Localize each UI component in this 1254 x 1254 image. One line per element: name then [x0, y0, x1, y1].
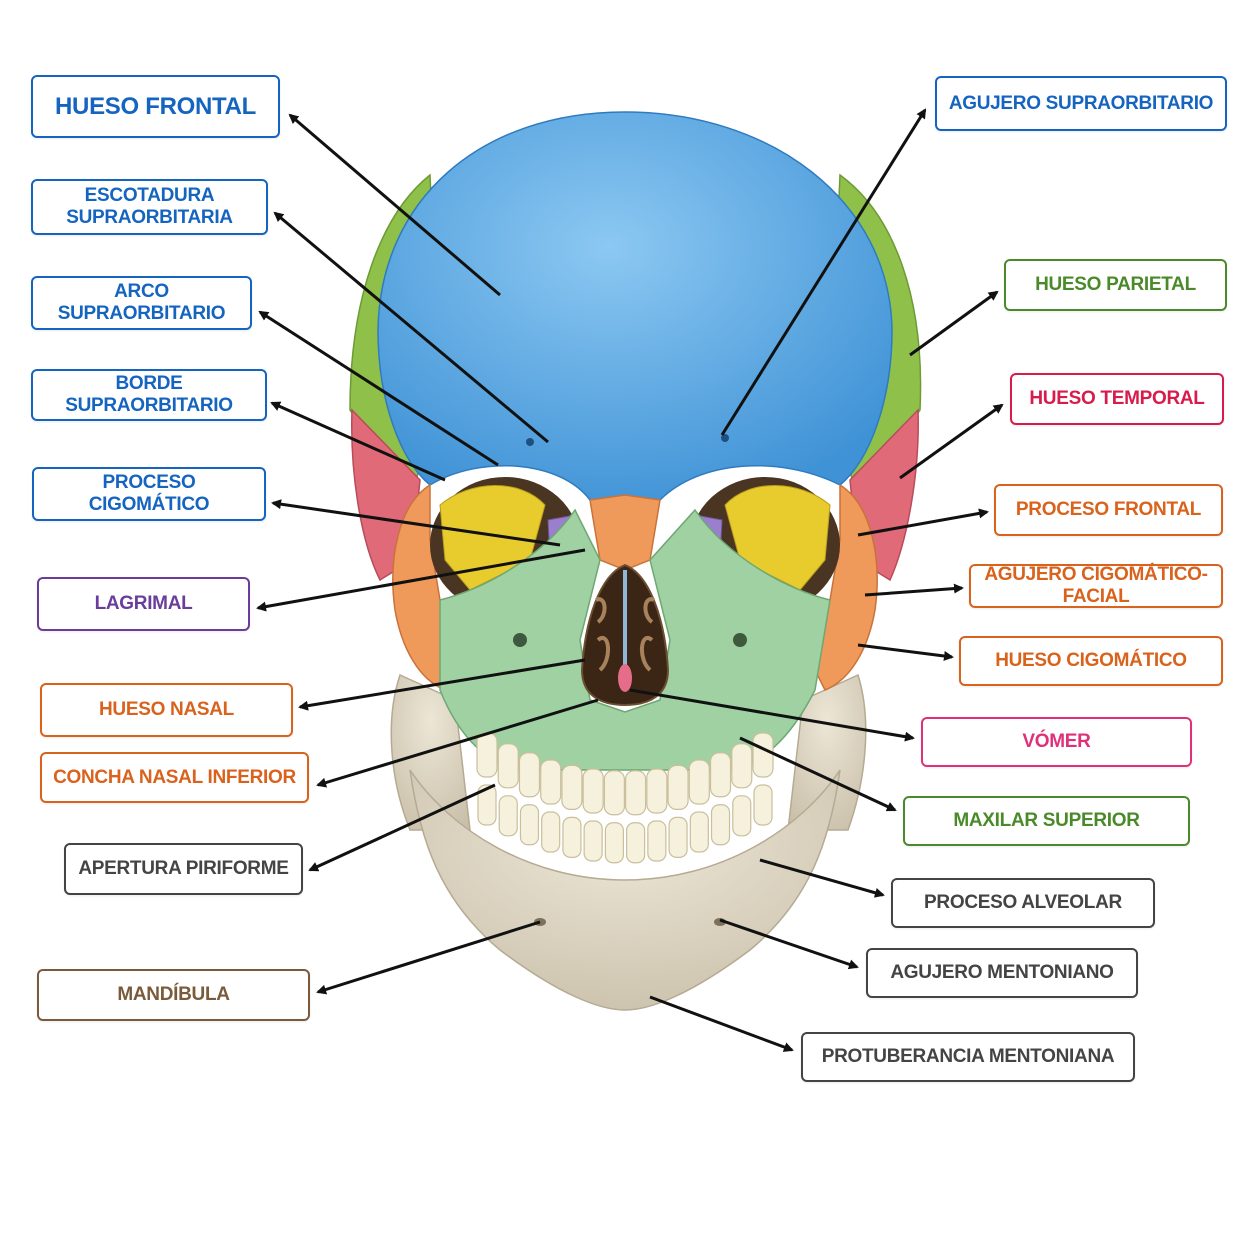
arrow-concha-nasal-inferior [316, 698, 599, 788]
label-mandibula: MANDÍBULA [37, 969, 310, 1021]
supraorbital-foramen-right [721, 434, 729, 442]
label-hueso-nasal: HUESO NASAL [40, 683, 293, 737]
mandible [409, 769, 841, 1011]
infraorbital-foramen-right [733, 633, 747, 647]
label-vomer: VÓMER [921, 717, 1192, 767]
label-proceso-alveolar: PROCESO ALVEOLAR [891, 878, 1155, 928]
label-protuberancia-mentoniana: PROTUBERANCIA MENTONIANA [801, 1032, 1135, 1082]
mandible-ramus-left [390, 673, 471, 831]
label-hueso-parietal: HUESO PARIETAL [1004, 259, 1227, 311]
arrow-hueso-temporal [899, 403, 1004, 480]
upper-tooth [646, 768, 668, 814]
upper-tooth [497, 743, 519, 789]
vomer-shape [618, 664, 632, 692]
lower-tooth [753, 784, 773, 826]
skull [349, 111, 922, 1011]
label-agujero-supraorbitario: AGUJERO SUPRAORBITARIO [935, 76, 1227, 131]
upper-tooth [731, 743, 753, 789]
arrow-arco-supraorbitario [258, 310, 499, 467]
lower-tooth [732, 795, 752, 837]
supraorbital-foramen-left [526, 438, 534, 446]
arrow-proceso-alveolar [759, 858, 885, 898]
label-arco-supraorbitario: ARCO SUPRAORBITARIO [31, 276, 252, 330]
arrow-protuberancia-mentoniana [649, 995, 794, 1052]
nasal-conchae [595, 597, 655, 672]
label-proceso-frontal: PROCESO FRONTAL [994, 484, 1223, 536]
label-hueso-temporal: HUESO TEMPORAL [1010, 373, 1224, 425]
lower-tooth [689, 811, 709, 853]
upper-tooth [540, 759, 562, 805]
lower-tooth [562, 816, 582, 858]
label-lagrimal: LAGRIMAL [37, 577, 250, 631]
arrow-hueso-frontal [288, 113, 501, 297]
lower-tooth [626, 822, 646, 864]
upper-tooth [518, 752, 541, 798]
arrow-lagrimal [256, 548, 586, 612]
arrow-agujero-mentoniano [719, 918, 859, 970]
arrow-agujero-cigomatico-facial [864, 583, 964, 597]
upper-tooth [582, 768, 604, 814]
label-hueso-frontal: HUESO FRONTAL [31, 75, 280, 138]
label-apertura-piriforme: APERTURA PIRIFORME [64, 843, 303, 895]
upper-tooth [476, 732, 498, 778]
upper-tooth [667, 764, 689, 810]
lower-tooth [710, 804, 731, 846]
frontal-bone [377, 111, 893, 501]
label-agujero-mentoniano: AGUJERO MENTONIANO [866, 948, 1138, 998]
arrow-hueso-nasal [298, 658, 586, 711]
lower-tooth [519, 804, 540, 846]
lower-tooth [498, 795, 518, 837]
upper-tooth [561, 764, 583, 810]
arrow-proceso-frontal [857, 508, 989, 537]
label-escotadura-supraorbitaria: ESCOTADURA SUPRAORBITARIA [31, 179, 268, 235]
label-hueso-cigomatico: HUESO CIGOMÁTICO [959, 636, 1223, 686]
arrow-hueso-parietal [909, 290, 999, 357]
lower-tooth [604, 822, 624, 864]
label-concha-nasal-inferior: CONCHA NASAL INFERIOR [40, 752, 309, 803]
label-proceso-cigomatico: PROCESO CIGOMÁTICO [32, 467, 266, 521]
leader-arrows [256, 108, 1004, 1052]
arrow-vomer [629, 688, 915, 742]
upper-tooth [625, 770, 647, 816]
lower-tooth [477, 784, 497, 826]
upper-tooth [709, 752, 732, 798]
arrow-mandibula [316, 920, 541, 995]
lower-tooth [647, 820, 667, 862]
label-agujero-cigomatico-facial: AGUJERO CIGOMÁTICO-FACIAL [969, 564, 1223, 608]
mandible-ramus-right [787, 673, 867, 831]
arrow-borde-supraorbitario [270, 401, 446, 482]
lower-tooth [541, 811, 561, 853]
teeth [476, 732, 774, 864]
lower-tooth [583, 820, 603, 862]
arrow-escotadura-supraorbitaria [273, 211, 549, 444]
label-maxilar-superior: MAXILAR SUPERIOR [903, 796, 1190, 846]
upper-tooth [603, 770, 625, 816]
nasal-bone [589, 494, 661, 571]
label-borde-supraorbitario: BORDE SUPRAORBITARIO [31, 369, 267, 421]
lower-tooth [668, 816, 688, 858]
infraorbital-foramen-left [513, 633, 527, 647]
upper-tooth [752, 732, 774, 778]
arrow-apertura-piriforme [308, 783, 496, 872]
arrow-maxilar-superior [739, 736, 897, 812]
arrow-proceso-cigomatico [271, 499, 561, 547]
arrow-agujero-supraorbitario [720, 108, 927, 436]
upper-tooth [688, 759, 710, 805]
arrow-hueso-cigomatico [857, 643, 954, 661]
